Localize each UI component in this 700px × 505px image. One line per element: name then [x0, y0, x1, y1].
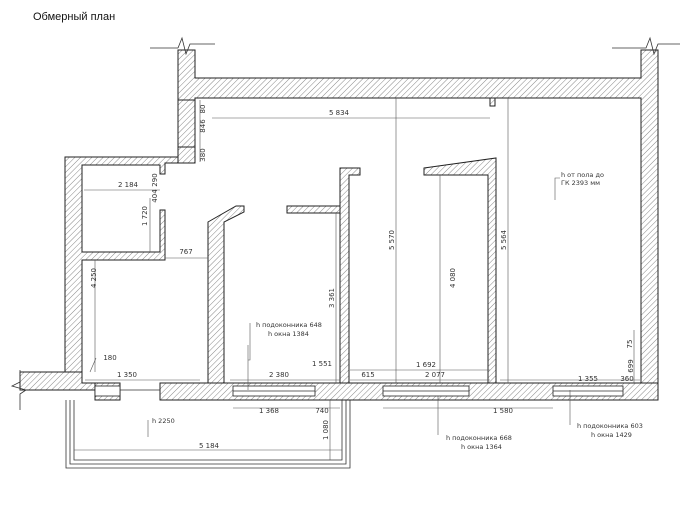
interior-wall-2 [286, 205, 341, 214]
annotations: h от пола до ГК 2393 мм h подоконника 64… [152, 171, 643, 451]
sill-note-1a: h подоконника 648 [256, 321, 322, 329]
dim-2077: 2 077 [425, 371, 445, 379]
dim-1692: 1 692 [416, 361, 436, 369]
dim-1368: 1 368 [259, 407, 279, 415]
sill-note-2b: h окна 1364 [461, 443, 502, 451]
left-niche-wall [64, 156, 179, 373]
dim-5570: 5 570 [388, 230, 396, 250]
sill-note-2a: h подоконника 668 [446, 434, 512, 442]
dimension-lines [74, 98, 640, 460]
height-note-line2: ГК 2393 мм [561, 179, 600, 187]
dim-3361: 3 361 [328, 288, 336, 308]
dim-75: 75 [626, 340, 634, 349]
interior-wall-1 [207, 205, 245, 384]
sill-note-1b: h окна 1384 [268, 330, 309, 338]
break-marks [10, 36, 680, 410]
left-step-wall [19, 371, 96, 391]
sill-note-3a: h подоконника 603 [577, 422, 643, 430]
dim-80: 80 [199, 105, 207, 114]
balcony [65, 389, 351, 469]
dim-2184: 2 184 [118, 181, 139, 189]
dim-5564: 5 564 [500, 229, 508, 250]
page-title: Обмерный план [33, 11, 116, 23]
dim-699: 699 [627, 359, 635, 372]
balcony-height-note: h 2250 [152, 417, 175, 425]
dim-767: 767 [179, 248, 192, 256]
leader-lines [89, 177, 571, 437]
dim-180: 180 [103, 354, 116, 362]
dim-1580: 1 580 [493, 407, 513, 415]
dim-1080: 1 080 [322, 420, 330, 440]
dim-1350: 1 350 [117, 371, 137, 379]
dim-2380: 2 380 [269, 371, 289, 379]
dimension-labels: 5 834 80 846 380 2 184 290 404 1 720 767… [90, 105, 635, 450]
dim-360: 360 [620, 375, 633, 383]
dim-4080: 4 080 [449, 268, 457, 288]
interior-wall-3 [339, 167, 361, 384]
dim-740: 740 [315, 407, 328, 415]
dim-380: 380 [199, 148, 207, 161]
dim-404: 404 [151, 189, 159, 203]
dim-290: 290 [151, 173, 159, 186]
interior-wall-4 [423, 157, 497, 384]
dim-1720: 1 720 [141, 206, 149, 226]
dim-top-width: 5 834 [329, 109, 350, 117]
dim-846: 846 [199, 119, 207, 133]
dim-4250: 4 250 [90, 268, 98, 288]
dim-1355: 1 355 [578, 375, 598, 383]
dim-1551: 1 551 [312, 360, 332, 368]
windows [94, 385, 624, 397]
dim-615: 615 [361, 371, 374, 379]
sill-note-3b: h окна 1429 [591, 431, 632, 439]
height-note-line1: h от пола до [561, 171, 604, 179]
window-0 [94, 385, 121, 397]
dim-5184: 5 184 [199, 442, 220, 450]
notch [489, 97, 496, 107]
corner-block [177, 146, 196, 164]
walls [19, 49, 659, 401]
